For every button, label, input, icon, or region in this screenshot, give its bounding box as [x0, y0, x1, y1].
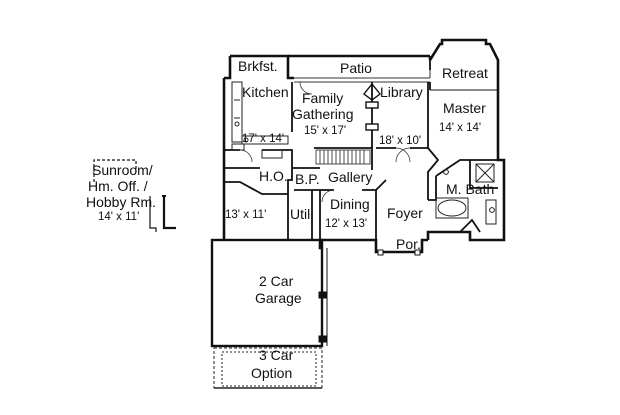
room-dims-master: 14' x 14'	[439, 122, 482, 134]
room-label-garage-line2: Garage	[255, 290, 302, 306]
room-label-sunroom-line1: Sunroom/	[92, 162, 153, 178]
fireplace	[363, 82, 381, 131]
room-label-sunroom-line2: Hm. Off. /	[88, 178, 148, 194]
porch-columns	[377, 249, 421, 256]
room-dims-kitchen: 17' x 14'	[242, 133, 285, 145]
room-label-foyer: Foyer	[387, 205, 423, 221]
room-label-retreat: Retreat	[442, 65, 488, 81]
room-label-patio: Patio	[340, 60, 372, 76]
room-label-garage-option-line2: Option	[251, 365, 293, 381]
room-dims-library: 18' x 10'	[379, 135, 422, 147]
room-dims-flex-room: 13' x 11'	[225, 209, 267, 221]
room-dims-family: 15' x 17'	[304, 125, 347, 137]
room-label-porch: Por.	[396, 236, 421, 252]
master-bath-fixtures	[435, 163, 497, 225]
room-label-home-office: H.O.	[259, 168, 288, 184]
room-label-dining: Dining	[330, 196, 370, 212]
garage-walls	[210, 238, 328, 348]
room-label-library: Library	[380, 84, 423, 100]
room-label-gallery: Gallery	[328, 169, 373, 185]
staircase	[315, 149, 371, 165]
room-label-sunroom-line3: Hobby Rm.	[86, 194, 157, 210]
sunroom-outline	[93, 159, 176, 232]
room-dims-sunroom: 14' x 11'	[98, 211, 140, 223]
room-label-butler-pantry: B.P.	[295, 171, 320, 187]
room-label-garage-line1: 2 Car	[259, 273, 294, 289]
room-label-family-line2: Gathering	[292, 106, 354, 122]
room-label-kitchen: Kitchen	[242, 84, 289, 100]
room-dims-dining: 12' x 13'	[325, 218, 368, 230]
exterior-walls	[222, 38, 506, 254]
kitchen-counters	[231, 81, 289, 159]
room-label-utility: Util.	[290, 206, 315, 222]
room-label-breakfast: Brkfst.	[238, 58, 278, 74]
door-swings	[239, 81, 411, 203]
room-label-family-line1: Family	[302, 90, 344, 106]
room-label-master-bath: M. Bath	[446, 181, 495, 197]
garage-option-walls	[213, 347, 323, 389]
interior-walls	[224, 60, 498, 240]
room-label-garage-option-line1: 3 Car	[259, 347, 294, 363]
room-label-master: Master	[443, 100, 486, 116]
